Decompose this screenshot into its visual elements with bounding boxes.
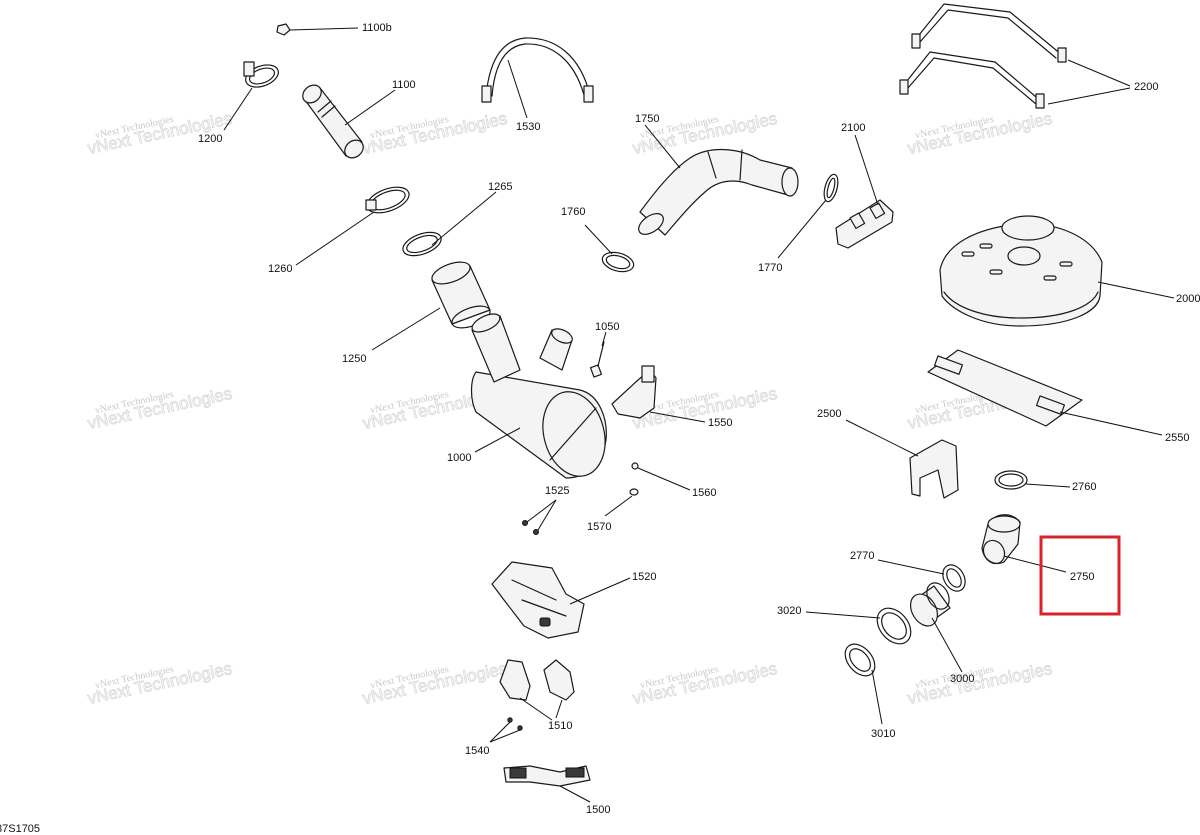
watermark: vNext Technologies vNext Technologies [630, 658, 779, 708]
svg-text:2000: 2000 [1176, 293, 1200, 305]
highlight-box [1039, 535, 1121, 616]
part-1540[interactable]: 1540 [465, 717, 523, 757]
svg-text:3000: 3000 [950, 673, 974, 685]
part-1530[interactable]: 1530 [481, 37, 594, 133]
svg-text:1200: 1200 [198, 133, 222, 145]
svg-text:3010: 3010 [871, 728, 895, 740]
reference-code: 87S1705 [0, 823, 40, 835]
part-2760[interactable]: 2760 [994, 470, 1096, 493]
part-1520[interactable]: 1520 [491, 561, 656, 639]
part-1260[interactable]: 1260 [268, 182, 412, 275]
part-1760[interactable]: 1760 [561, 206, 636, 275]
svg-text:1750: 1750 [635, 113, 659, 125]
watermark: vNext Technologies vNext Technologies [360, 658, 509, 708]
svg-text:1260: 1260 [268, 263, 292, 275]
svg-text:1100b: 1100b [362, 22, 392, 34]
svg-text:1570: 1570 [587, 521, 611, 533]
svg-text:1050: 1050 [595, 321, 619, 333]
svg-text:2550: 2550 [1165, 432, 1189, 444]
svg-text:1250: 1250 [342, 353, 366, 365]
part-1570[interactable]: 1570 [587, 488, 639, 533]
watermark: vNext Technologies vNext Technologies [85, 383, 234, 433]
part-1770[interactable]: 1770 [758, 173, 840, 274]
svg-text:1560: 1560 [692, 487, 716, 499]
svg-text:1540: 1540 [465, 745, 489, 757]
part-2770[interactable]: 2770 [850, 550, 970, 595]
part-2200[interactable]: 2200 [899, 3, 1158, 109]
svg-text:3020: 3020 [777, 605, 801, 617]
part-1560[interactable]: 1560 [631, 462, 716, 499]
part-1250[interactable]: 1250 [342, 258, 493, 365]
part-1500[interactable]: 1500 [503, 765, 610, 816]
svg-text:1520: 1520 [632, 571, 656, 583]
part-1550[interactable]: 1550 [611, 365, 732, 429]
svg-text:2770: 2770 [850, 550, 874, 562]
watermark: vNext Technologies vNext Technologies [630, 108, 779, 158]
svg-text:1530: 1530 [516, 121, 540, 133]
svg-text:1500: 1500 [586, 804, 610, 816]
svg-text:2100: 2100 [841, 122, 865, 134]
svg-text:1100: 1100 [392, 79, 416, 91]
part-2750[interactable]: 2750 [979, 514, 1094, 583]
watermark: vNext Technologies vNext Technologies [905, 658, 1054, 708]
svg-text:2750: 2750 [1070, 571, 1094, 583]
svg-text:1770: 1770 [758, 262, 782, 274]
part-1200[interactable]: 1200 [198, 61, 281, 145]
part-2000[interactable]: 2000 [939, 215, 1200, 327]
part-1100b[interactable]: 1100b [276, 22, 392, 36]
svg-text:1550: 1550 [708, 417, 732, 429]
svg-text:2200: 2200 [1134, 81, 1158, 93]
svg-text:1760: 1760 [561, 206, 585, 218]
part-2500[interactable]: 2500 [817, 408, 959, 499]
part-1050[interactable]: 1050 [589, 321, 620, 378]
watermark: vNext Technologies vNext Technologies [905, 108, 1054, 158]
part-3020[interactable]: 3020 [777, 602, 918, 651]
part-1510[interactable]: 1510 [499, 659, 575, 732]
part-1265[interactable]: 1265 [400, 181, 513, 260]
part-1000[interactable]: 1000 [447, 310, 614, 483]
part-1750[interactable]: 1750 [635, 113, 799, 239]
svg-text:1000: 1000 [447, 452, 471, 464]
watermark: vNext Technologies vNext Technologies [85, 108, 234, 158]
part-2100[interactable]: 2100 [835, 122, 894, 249]
part-2550[interactable]: 2550 [927, 349, 1189, 444]
svg-text:1525: 1525 [545, 485, 569, 497]
svg-text:2760: 2760 [1072, 481, 1096, 493]
part-1100[interactable]: 1100 [299, 79, 416, 162]
svg-text:1265: 1265 [488, 181, 512, 193]
watermark: vNext Technologies vNext Technologies [360, 108, 509, 158]
part-3010[interactable]: 3010 [839, 638, 895, 740]
watermark: vNext Technologies vNext Technologies [85, 658, 234, 708]
svg-text:1510: 1510 [548, 720, 572, 732]
part-3000[interactable]: 3000 [905, 579, 974, 685]
part-1525[interactable]: 1525 [522, 485, 570, 535]
svg-text:2500: 2500 [817, 408, 841, 420]
